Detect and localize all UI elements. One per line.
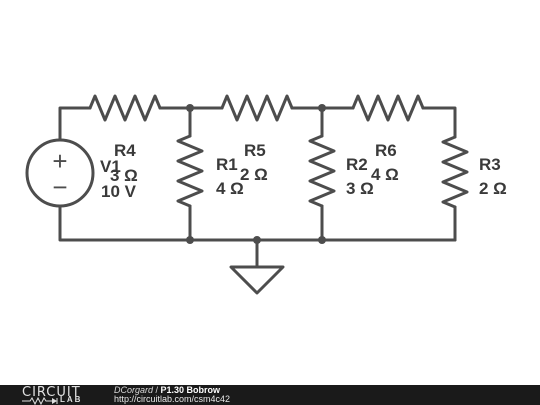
resistor-r2[interactable] <box>308 134 336 208</box>
junction-node[interactable] <box>186 104 194 112</box>
minus-sign: − <box>52 172 67 202</box>
footer-bar: CIRCUIT LAB DCorgard / P1.30 Bobrow http… <box>0 385 540 405</box>
resistor-r4[interactable] <box>88 94 162 122</box>
label-r6-value: 4 Ω <box>371 165 399 184</box>
resistor-r1[interactable] <box>176 134 204 208</box>
label-r2-name: R2 <box>346 155 368 174</box>
label-r3-name: R3 <box>479 155 501 174</box>
label-r5-name: R5 <box>244 141 266 160</box>
ground-symbol[interactable] <box>229 238 285 295</box>
wire-top-left <box>58 106 92 142</box>
logo-text-top: CIRCUIT <box>22 385 81 400</box>
junction-node[interactable] <box>318 104 326 112</box>
label-r5-value: 2 Ω <box>240 165 268 184</box>
label-v1-value: 10 V <box>101 182 137 201</box>
resistor-r6[interactable] <box>351 94 425 122</box>
label-r6-name: R6 <box>375 141 397 160</box>
label-r2-value: 3 Ω <box>346 179 374 198</box>
voltage-source-v1[interactable]: + − <box>25 138 95 208</box>
circuit-meta: DCorgard / P1.30 Bobrow http://circuitla… <box>114 386 230 404</box>
junction-node[interactable] <box>318 236 326 244</box>
junction-node[interactable] <box>253 236 261 244</box>
circuit-title[interactable]: P1.30 Bobrow <box>160 385 221 395</box>
label-r1-value: 4 Ω <box>216 179 244 198</box>
circuit-schematic: + − R4 3 Ω V1 10 V R1 4 Ω R5 2 Ω R2 3 Ω … <box>25 94 507 295</box>
junction-node[interactable] <box>186 236 194 244</box>
wire-top-right <box>421 106 457 139</box>
author-name[interactable]: DCorgard <box>114 385 154 395</box>
label-r3-value: 2 Ω <box>479 179 507 198</box>
plus-sign: + <box>52 146 67 176</box>
resistor-r5[interactable] <box>220 94 294 122</box>
circuitlab-logo[interactable]: CIRCUIT LAB <box>22 385 94 405</box>
label-r4-name: R4 <box>114 141 136 160</box>
resistor-r3[interactable] <box>441 135 469 209</box>
logo-text-bottom: LAB <box>60 395 83 404</box>
label-v1-name: V1 <box>100 157 121 176</box>
circuit-url-link[interactable]: http://circuitlab.com/csm4c42 <box>114 394 231 404</box>
wire-source-bottom <box>58 204 457 242</box>
label-r4-value: 3 Ω <box>110 166 138 185</box>
title-separator: / <box>153 385 161 395</box>
label-r1-name: R1 <box>216 155 238 174</box>
logo-resistor-icon <box>22 397 58 405</box>
